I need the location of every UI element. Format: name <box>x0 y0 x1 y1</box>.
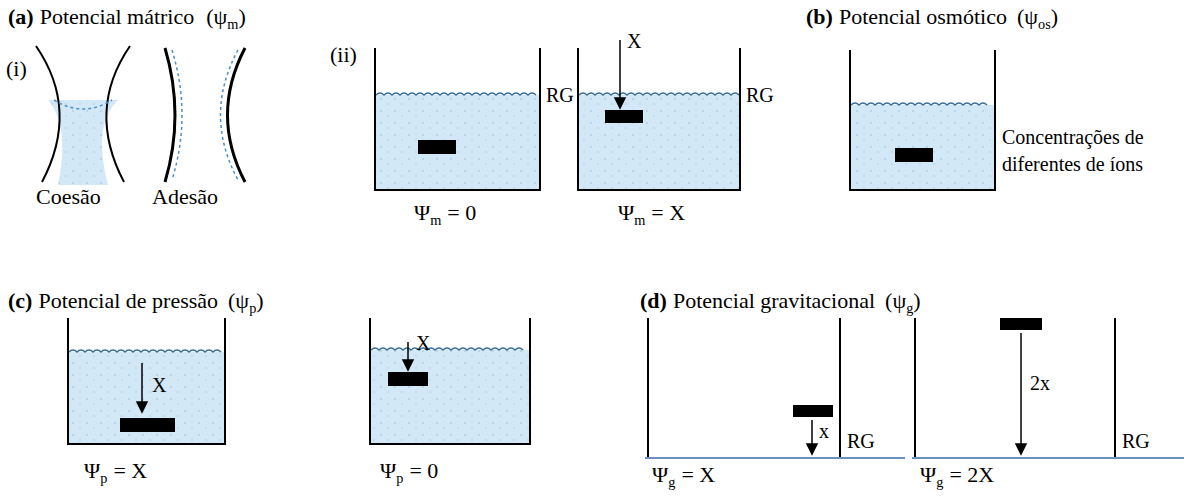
formula-group: Ψp = 0 <box>380 458 438 483</box>
heading: (ψ <box>228 288 249 313</box>
subscript: g <box>906 300 913 316</box>
subscript: m <box>227 16 238 32</box>
heading: Potencial mátrico <box>40 4 195 29</box>
formula: = X <box>651 200 685 225</box>
gravity-scene <box>645 318 1184 458</box>
formula: = X <box>681 462 715 487</box>
heading: (c) <box>8 288 32 313</box>
heading-group: (d)Potencial gravitacional (ψg) <box>640 288 921 313</box>
figure-caption-group: Coesão <box>36 184 101 209</box>
subscript: p <box>100 470 107 486</box>
heading: ) <box>913 288 920 313</box>
water-surface <box>376 93 536 95</box>
heading: ) <box>238 4 245 29</box>
quantity-label: X <box>152 374 166 397</box>
formula: Ψ <box>618 200 634 225</box>
part-label: (i) <box>6 56 27 81</box>
heading-group: (c)Potencial de pressão (ψp) <box>8 288 264 313</box>
formula: Ψ <box>84 458 100 483</box>
height-label-group: x <box>819 420 829 443</box>
heading-group: (a)Potencial mátrico (ψm) <box>8 4 246 29</box>
heading: (ψ <box>206 4 227 29</box>
figure-caption-group: Adesão <box>152 184 218 209</box>
part-label-group: (ii) <box>330 42 357 67</box>
water-surface <box>69 350 221 352</box>
heading: ) <box>256 288 263 313</box>
quantity-label-group: X <box>416 332 430 355</box>
reference-label: RG <box>746 84 774 107</box>
reference-label-group: RG <box>847 430 875 453</box>
water-surface <box>579 93 739 95</box>
water-surface <box>371 348 523 350</box>
formula: Ψ <box>380 458 396 483</box>
note: Concentrações de diferentes de íons <box>1002 126 1144 175</box>
reference-label-group: RG <box>546 84 574 107</box>
formula: = 2X <box>949 462 994 487</box>
quantity-label-group: X <box>152 374 166 397</box>
formula-group: Ψg = 2X <box>920 462 994 487</box>
part-label: (ii) <box>330 42 357 67</box>
heading: ) <box>1051 4 1058 29</box>
subscript: m <box>634 212 645 228</box>
cohesion-figure <box>36 46 130 185</box>
figure-caption: Coesão <box>36 184 101 209</box>
formula: = 0 <box>409 458 438 483</box>
formula: = X <box>113 458 147 483</box>
subscript: m <box>430 212 441 228</box>
heading: (ψ <box>885 288 906 313</box>
height-label: x <box>819 420 829 443</box>
note-group: Concentrações de diferentes de íons <box>1002 124 1184 178</box>
heading: (a) <box>8 4 34 29</box>
heading: (ψ <box>1017 4 1038 29</box>
formula-group: Ψg = X <box>652 462 715 487</box>
formula: Ψ <box>414 200 430 225</box>
sample-block <box>120 110 1042 432</box>
quantity-label: X <box>416 332 430 355</box>
arrow <box>137 40 1026 454</box>
heading: (d) <box>640 288 667 313</box>
reference-label: RG <box>546 84 574 107</box>
formula: = 0 <box>447 200 476 225</box>
reference-label: RG <box>847 430 875 453</box>
formula-group: Ψm = 0 <box>414 200 476 225</box>
subscript: os <box>1038 16 1051 32</box>
heading: Potencial de pressão <box>38 288 218 313</box>
formula: Ψ <box>920 462 936 487</box>
reference-label-group: RG <box>746 84 774 107</box>
reference-label: RG <box>1122 430 1150 453</box>
height-label-group: 2x <box>1030 372 1050 395</box>
adhesion-figure <box>165 48 245 182</box>
formula-group: Ψp = X <box>84 458 147 483</box>
subscript: g <box>936 474 943 490</box>
quantity-label-group: X <box>627 30 641 53</box>
height-label: 2x <box>1030 372 1050 395</box>
subscript: g <box>668 474 675 490</box>
beaker <box>68 48 995 444</box>
heading-group: (b)Potencial osmótico (ψos) <box>806 4 1058 29</box>
subscript: p <box>396 470 403 486</box>
formula: Ψ <box>652 462 668 487</box>
formula-group: Ψm = X <box>618 200 685 225</box>
reference-label-group: RG <box>1122 430 1150 453</box>
water-surface <box>851 103 987 105</box>
heading: Potencial gravitacional <box>673 288 875 313</box>
heading: Potencial osmótico <box>839 4 1007 29</box>
quantity-label: X <box>627 30 641 53</box>
figure-caption: Adesão <box>152 184 218 209</box>
part-label-group: (i) <box>6 56 27 81</box>
subscript: p <box>249 300 256 316</box>
heading: (b) <box>806 4 833 29</box>
